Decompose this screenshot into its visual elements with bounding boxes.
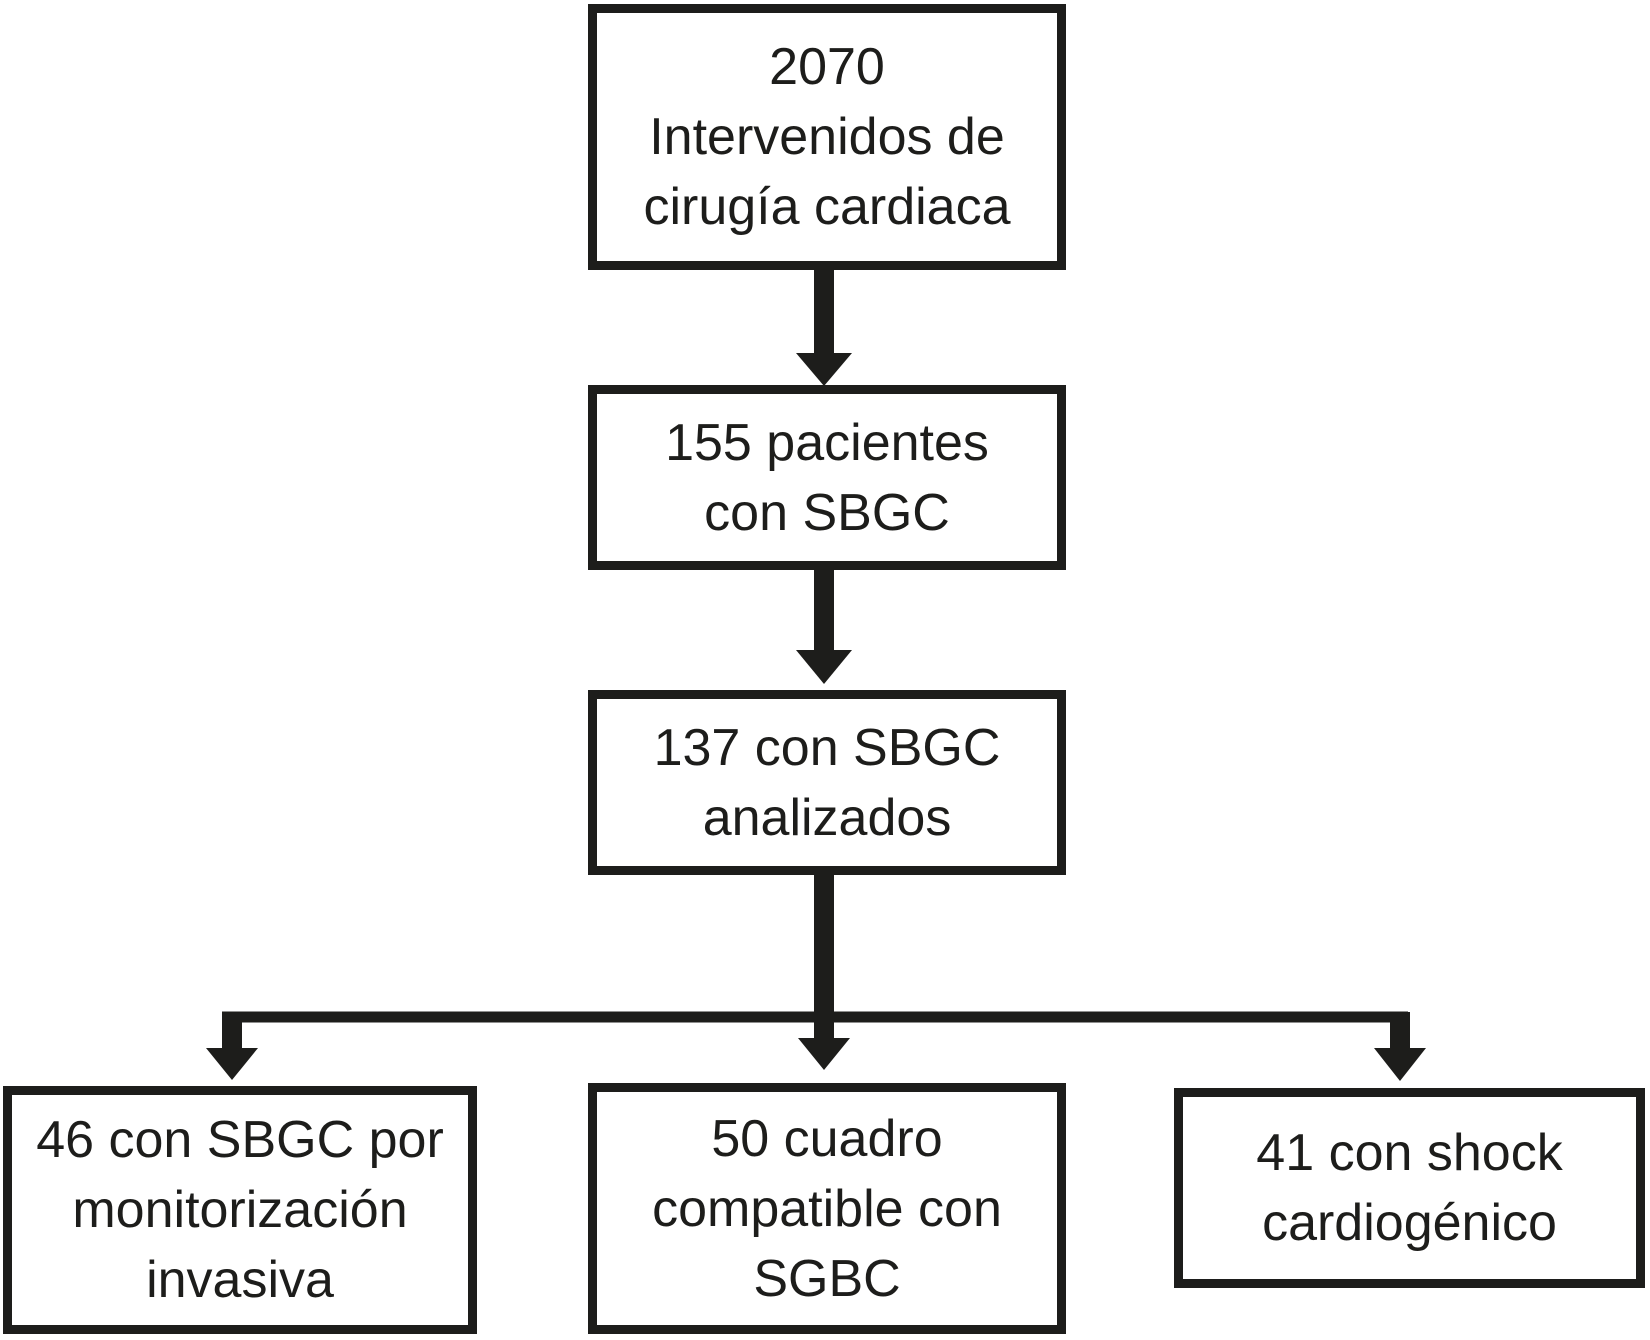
arrow-branch-center <box>798 1012 850 1070</box>
node-line: 2070 <box>769 38 885 96</box>
node-line: 41 con shock <box>1256 1124 1563 1182</box>
node-line: 137 con SBGC <box>653 718 1001 777</box>
node-line: monitorización <box>72 1181 408 1239</box>
node-line: cirugía cardiaca <box>643 178 1011 236</box>
node-compatible-picture: 50 cuadro compatible con SGBC <box>588 1083 1066 1334</box>
node-line: 46 con SBGC por <box>36 1111 444 1169</box>
node-total-surgeries: 2070 Intervenidos de cirugía cardiaca <box>588 4 1066 270</box>
arrow-patients-to-analyzed <box>796 568 852 684</box>
node-sbgc-patients: 155 pacientes con SBGC <box>588 385 1066 570</box>
node-sbgc-analyzed: 137 con SBGC analizados <box>588 690 1066 875</box>
node-invasive-monitoring: 46 con SBGC por monitorización invasiva <box>3 1086 477 1334</box>
node-line: Intervenidos de <box>649 108 1005 166</box>
arrow-branch-right <box>1374 1012 1426 1081</box>
branch-trunk <box>222 873 1408 1023</box>
node-cardiogenic-shock: 41 con shock cardiogénico <box>1174 1088 1645 1288</box>
node-line: 50 cuadro <box>711 1109 943 1168</box>
node-line: analizados <box>702 788 952 847</box>
node-line: compatible con <box>652 1179 1002 1238</box>
node-line: con SBGC <box>704 483 950 542</box>
arrow-total-to-patients <box>796 268 852 386</box>
node-line: SGBC <box>753 1249 901 1308</box>
node-line: 155 pacientes <box>665 413 989 472</box>
node-line: cardiogénico <box>1262 1194 1557 1252</box>
node-line: invasiva <box>146 1251 334 1309</box>
arrow-branch-left <box>206 1012 258 1080</box>
